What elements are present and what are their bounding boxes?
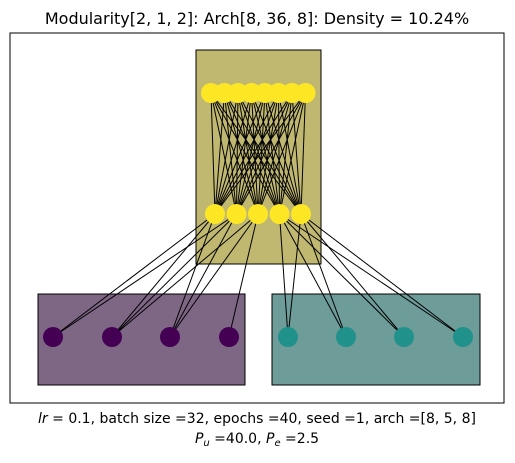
edge-top-4-mid-1 bbox=[236, 92, 266, 215]
edge-mid-3-bottom-6 bbox=[279, 213, 405, 338]
edge-top-6-mid-1 bbox=[236, 92, 293, 215]
edge-mid-4-bottom-5 bbox=[300, 213, 347, 338]
left-node-1 bbox=[102, 327, 122, 347]
edge-mid-2-bottom-3 bbox=[228, 213, 259, 338]
edge-top-1-mid-2 bbox=[224, 92, 259, 215]
edge-mid-4-bottom-7 bbox=[300, 213, 464, 338]
edge-top-3-mid-0 bbox=[214, 92, 252, 215]
edge-mid-3-bottom-4 bbox=[279, 213, 289, 338]
pu-subscript: u bbox=[203, 438, 209, 449]
edge-top-7-mid-4 bbox=[300, 92, 306, 215]
edge-mid-1-bottom-1 bbox=[111, 213, 237, 338]
right-module-box bbox=[271, 293, 481, 386]
edge-mid-4-bottom-4 bbox=[287, 213, 302, 338]
edge-top-0-mid-0 bbox=[210, 92, 216, 215]
edge-top-7-mid-1 bbox=[236, 92, 306, 215]
edge-mid-1-bottom-0 bbox=[52, 213, 237, 338]
edge-mid-3-bottom-5 bbox=[279, 213, 347, 338]
nodes bbox=[43, 83, 473, 347]
left-node-0 bbox=[43, 327, 63, 347]
left-module-box bbox=[37, 293, 246, 386]
edge-top-7-mid-0 bbox=[214, 92, 306, 215]
right-node-0 bbox=[278, 327, 298, 347]
pu-text: =40.0, bbox=[210, 431, 266, 447]
middle-node-3 bbox=[269, 204, 290, 224]
caption-line-2: Pu =40.0, Pe =2.5 bbox=[195, 431, 319, 449]
edge-top-2-mid-2 bbox=[237, 92, 259, 215]
middle-node-4 bbox=[291, 204, 311, 224]
edge-top-5-mid-2 bbox=[257, 92, 279, 215]
middle-node-1 bbox=[226, 204, 247, 224]
edge-top-3-mid-1 bbox=[236, 92, 252, 215]
edge-top-1-mid-1 bbox=[224, 92, 237, 215]
left-node-2 bbox=[160, 327, 180, 347]
edge-top-0-mid-1 bbox=[210, 92, 237, 215]
pe-subscript: e bbox=[274, 438, 280, 449]
edge-top-4-mid-2 bbox=[257, 92, 266, 215]
pu-symbol: P bbox=[195, 431, 204, 447]
right-node-3 bbox=[453, 327, 473, 347]
edges bbox=[52, 92, 464, 338]
edge-top-2-mid-1 bbox=[236, 92, 239, 215]
middle-node-0 bbox=[205, 204, 225, 224]
edge-mid-0-bottom-1 bbox=[111, 213, 216, 338]
caption-line-1: lr = 0.1, batch size =32, epochs =40, se… bbox=[38, 411, 476, 427]
edge-mid-0-bottom-0 bbox=[52, 213, 216, 338]
edge-top-7-mid-3 bbox=[279, 92, 306, 215]
right-node-1 bbox=[336, 327, 356, 347]
edge-top-1-mid-0 bbox=[214, 92, 225, 215]
figure-title: Modularity[2, 1, 2]: Arch[8, 36, 8]: Den… bbox=[45, 9, 469, 28]
edge-mid-3-bottom-7 bbox=[279, 213, 464, 338]
edge-top-2-mid-0 bbox=[214, 92, 239, 215]
edge-mid-0-bottom-2 bbox=[169, 213, 216, 338]
edge-top-4-mid-0 bbox=[214, 92, 266, 215]
lr-symbol: lr bbox=[38, 411, 49, 427]
edge-top-3-mid-2 bbox=[251, 92, 259, 215]
edge-mid-2-bottom-2 bbox=[169, 213, 259, 338]
caption-line-1-text: = 0.1, batch size =32, epochs =40, seed … bbox=[48, 411, 476, 427]
edge-top-6-mid-2 bbox=[257, 92, 293, 215]
edge-mid-1-bottom-2 bbox=[169, 213, 237, 338]
middle-node-2 bbox=[248, 204, 268, 224]
edge-mid-4-bottom-6 bbox=[300, 213, 405, 338]
edge-top-5-mid-0 bbox=[214, 92, 279, 215]
right-node-2 bbox=[394, 327, 414, 347]
pe-symbol: P bbox=[266, 431, 275, 447]
edge-top-0-mid-2 bbox=[210, 92, 259, 215]
top-node-7 bbox=[295, 83, 316, 103]
pe-text: =2.5 bbox=[281, 431, 319, 447]
edge-top-5-mid-1 bbox=[236, 92, 279, 215]
edge-top-6-mid-0 bbox=[214, 92, 293, 215]
left-node-3 bbox=[219, 327, 239, 347]
edge-mid-2-bottom-1 bbox=[111, 213, 259, 338]
edge-top-7-mid-2 bbox=[257, 92, 306, 215]
